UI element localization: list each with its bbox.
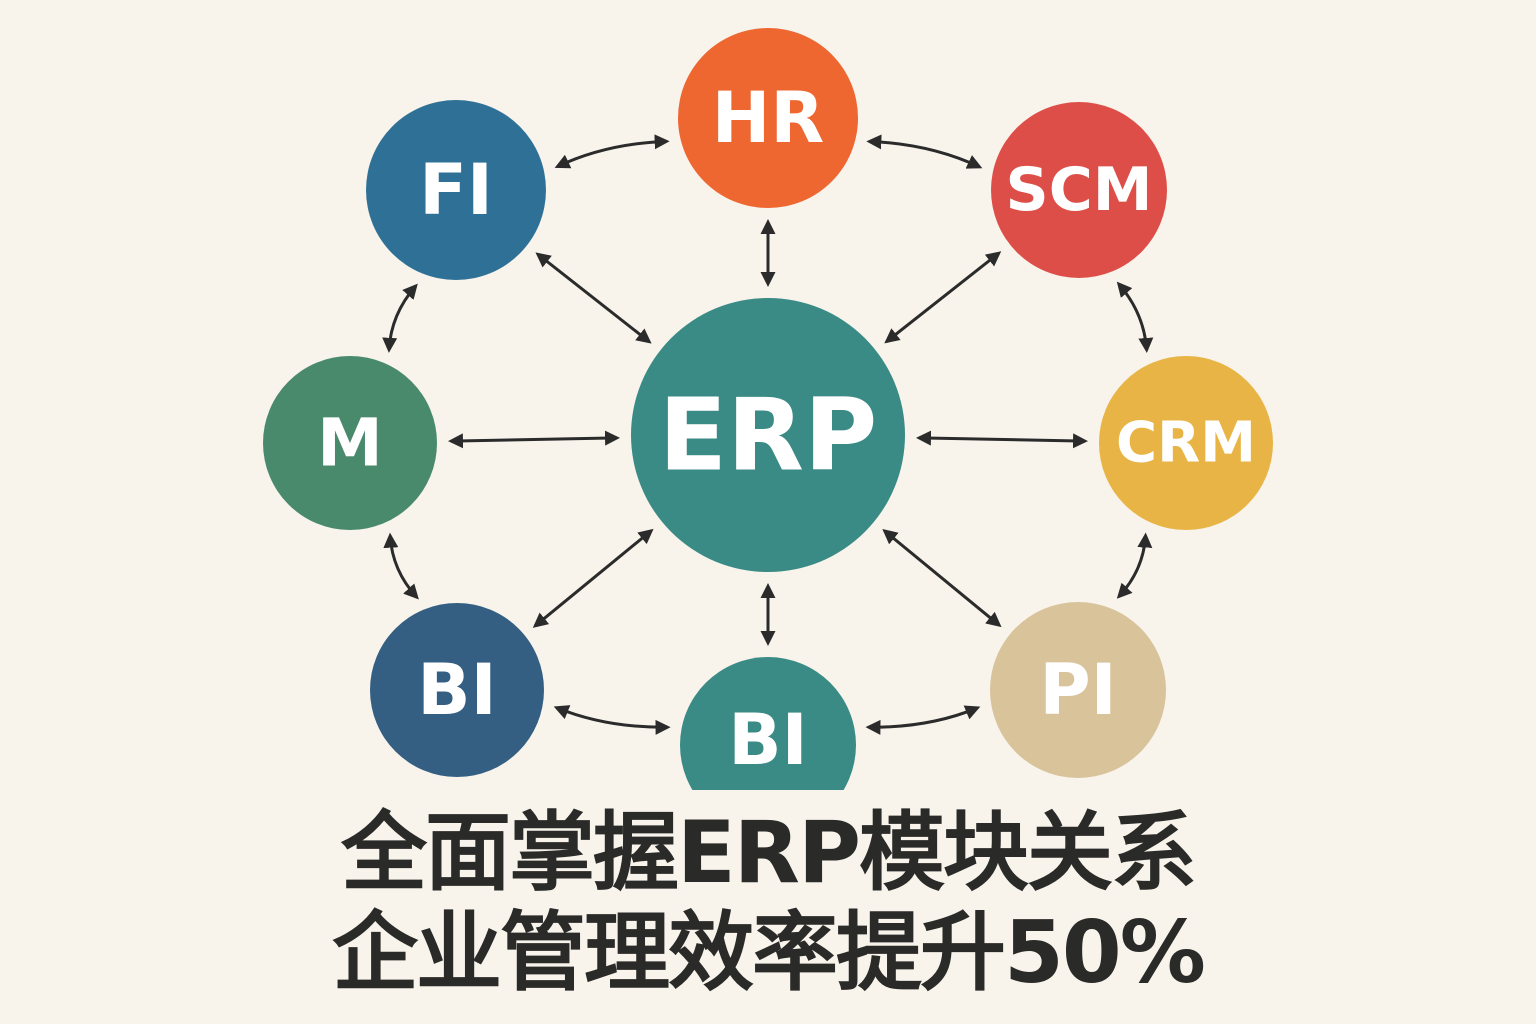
module-circle xyxy=(631,298,905,572)
connection-arrow-scm-crm xyxy=(1116,281,1154,353)
module-circle xyxy=(680,657,856,790)
module-circle xyxy=(678,28,858,208)
module-label: SCM xyxy=(1006,155,1153,225)
module-label: BI xyxy=(417,649,496,731)
module-circle xyxy=(366,100,546,280)
module-node-erp: ERP xyxy=(631,298,905,572)
module-node-fi: FI xyxy=(366,100,546,280)
headline-line-2: 企业管理效率提升50% xyxy=(332,903,1206,1003)
module-label: CRM xyxy=(1116,411,1256,476)
connection-arrow-erp-crm xyxy=(915,430,1089,449)
module-circle xyxy=(990,602,1166,778)
module-node-m: M xyxy=(263,356,437,530)
connection-arrow-bi2-pi xyxy=(865,705,981,735)
module-node-bi1: BI xyxy=(370,603,544,777)
module-node-bi2: BI xyxy=(680,657,856,790)
connection-arrow-fi-m xyxy=(382,283,418,353)
connection-arrow-erp-bi1 xyxy=(532,528,654,628)
headline-line-1: 全面掌握ERP模块关系 xyxy=(341,803,1197,903)
connection-arrow-fi-hr xyxy=(554,134,670,169)
connection-arrow-crm-pi xyxy=(1116,532,1153,599)
module-label: HR xyxy=(712,77,825,159)
module-node-crm: CRM xyxy=(1099,356,1273,530)
connection-arrow-bi1-bi2 xyxy=(553,705,671,735)
module-label: PI xyxy=(1039,649,1116,731)
module-node-pi: PI xyxy=(990,602,1166,778)
module-node-scm: SCM xyxy=(991,102,1167,278)
connection-arrow-m-bi1 xyxy=(383,532,419,600)
connection-arrow-fi-erp xyxy=(535,252,652,344)
module-label: ERP xyxy=(659,377,878,494)
module-circle xyxy=(1099,356,1273,530)
module-label: BI xyxy=(728,699,807,781)
module-label: M xyxy=(317,405,383,482)
module-label: FI xyxy=(419,149,493,231)
connection-arrow-scm-erp xyxy=(884,251,1002,344)
connection-arrow-hr-scm xyxy=(866,134,983,169)
module-circle xyxy=(263,356,437,530)
connection-arrow-m-erp xyxy=(447,430,621,449)
connection-arrow-erp-pi xyxy=(882,529,1002,628)
module-node-hr: HR xyxy=(678,28,858,208)
module-circle xyxy=(370,603,544,777)
module-circle xyxy=(991,102,1167,278)
